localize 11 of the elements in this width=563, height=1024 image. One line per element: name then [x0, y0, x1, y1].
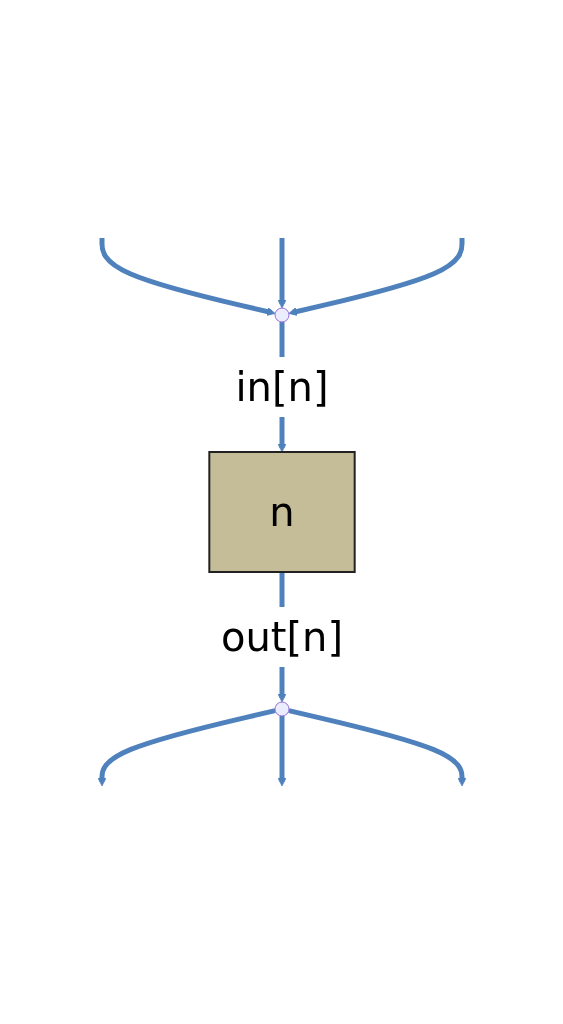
node-box: n — [207, 451, 356, 573]
arrow — [287, 238, 464, 316]
node-point — [274, 307, 289, 323]
arrow — [277, 238, 286, 309]
edge-label: in[n] — [234, 364, 329, 410]
edge-label: out[n] — [220, 614, 343, 660]
arrow — [99, 238, 276, 316]
arrow — [287, 708, 466, 787]
node-point — [274, 701, 289, 717]
arrow — [277, 716, 286, 787]
arrow — [97, 708, 276, 787]
